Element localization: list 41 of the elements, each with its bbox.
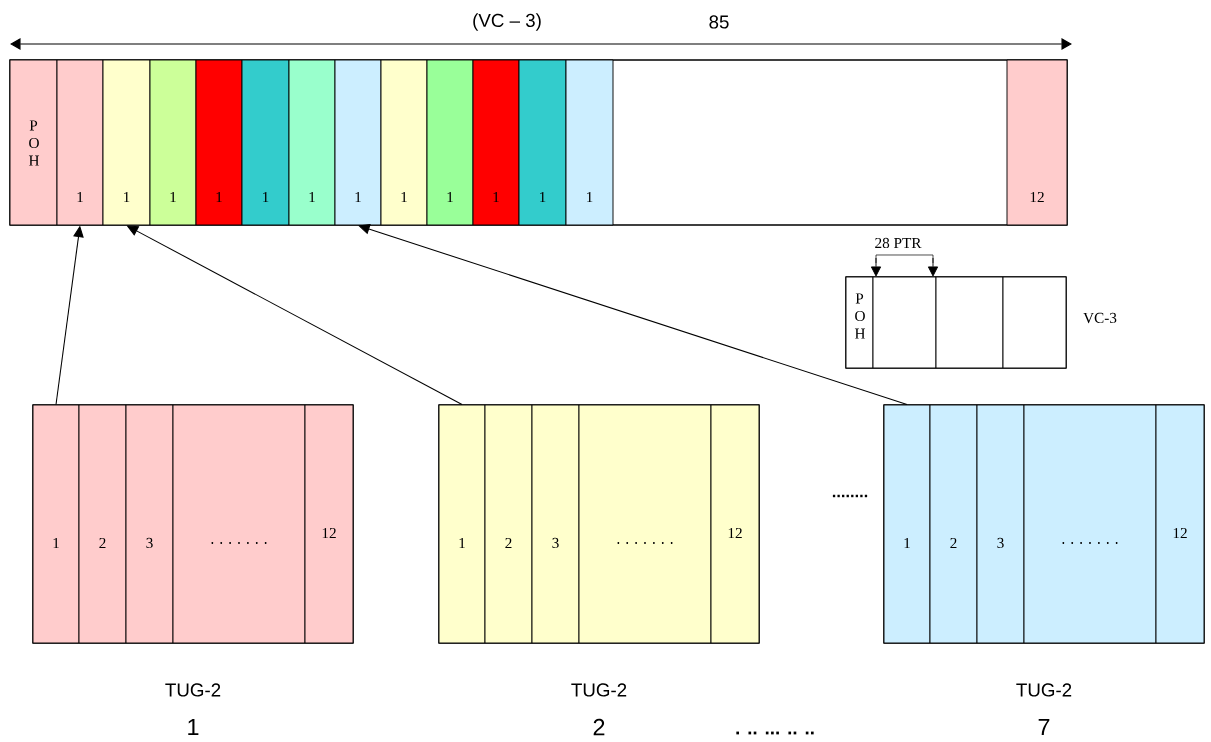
column-box: 1	[438, 404, 486, 644]
column-box: 12	[1155, 404, 1205, 644]
column-box: 2	[78, 404, 127, 644]
dimension-label: 85	[709, 15, 729, 29]
column-box: 3	[531, 404, 580, 644]
frame-box	[935, 276, 1004, 369]
group-number: 1	[188, 718, 199, 736]
column-box: P O H	[9, 59, 58, 226]
column-box: 1	[241, 59, 290, 226]
frame-box	[1002, 276, 1067, 369]
column-box: 1	[380, 59, 428, 226]
group-number: 7	[1038, 718, 1050, 736]
structure-label: VC-3	[1083, 312, 1117, 324]
ellipsis: ........	[832, 494, 868, 498]
column-box: 12	[304, 404, 354, 644]
column-box: 1	[334, 59, 382, 226]
column-box: 3	[125, 404, 174, 644]
column-box: 1	[32, 404, 80, 644]
column-box: 1	[518, 59, 567, 226]
column-box: 1	[426, 59, 474, 226]
column-box: 12	[1006, 59, 1068, 226]
group-number: 2	[593, 718, 605, 736]
column-box: 1	[565, 59, 614, 226]
column-box: 2	[929, 404, 978, 644]
column-box: 1	[883, 404, 931, 644]
column-box: 1	[102, 59, 151, 226]
column-box: 12	[710, 404, 760, 644]
column-box: 1	[195, 59, 243, 226]
column-box: 1	[472, 59, 520, 226]
group-label: TUG-2	[1016, 683, 1072, 697]
column-box: 1	[56, 59, 104, 226]
column-box: 1	[288, 59, 336, 226]
column-box: 3	[976, 404, 1025, 644]
column-box: 1	[149, 59, 197, 226]
ellipsis: . .. ... .. ..	[736, 731, 814, 735]
column-box: P O H	[845, 276, 874, 369]
pointer-label: 28 PTR	[875, 237, 922, 249]
group-label: TUG-2	[571, 683, 627, 697]
dimension-label: (VC – 3)	[473, 13, 541, 31]
column-box: 2	[484, 404, 533, 644]
group-label: TUG-2	[165, 683, 221, 697]
